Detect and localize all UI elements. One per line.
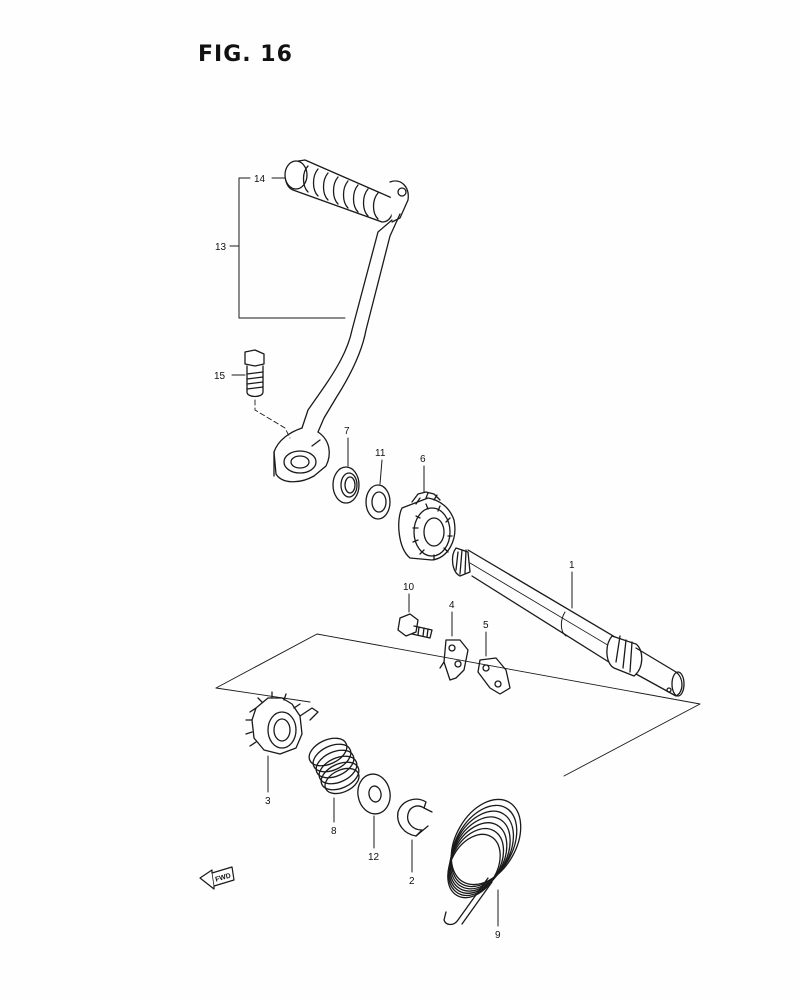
circlip [397,798,433,873]
callout-7: 7 [344,426,350,437]
kick-grip-rubber [284,159,395,223]
kick-starter-lever [273,180,409,483]
callout-5: 5 [483,620,489,631]
figure-title: FIG. 16 [198,42,293,67]
kick-starter-stopper [477,631,511,695]
mounting-plane-outline [215,633,701,777]
callout-9: 9 [495,930,501,941]
callout-10: 10 [403,582,415,593]
kick-starter-driven-gear [398,465,456,561]
callout-14: 14 [254,174,266,185]
callout-labels: 14 13 15 7 11 6 1 10 4 5 3 8 12 2 9 [214,174,575,941]
callout-11: 11 [375,448,386,459]
callout-12: 12 [368,852,380,863]
oil-seal [332,437,360,504]
kick-return-spring [443,798,522,927]
callout-8: 8 [331,826,337,837]
kick-starter-ratchet [245,691,319,793]
callout-15: 15 [214,371,226,382]
lever-assembly-bracket [229,177,346,319]
guide-bolt [397,593,433,639]
ratchet-spring [308,737,360,823]
fwd-label: FWD [215,873,232,884]
forward-arrow-icon [199,866,235,890]
kick-starter-shaft [451,547,685,697]
kick-starter-guide [439,611,469,681]
thrust-washer [357,773,391,849]
callout-6: 6 [420,454,426,465]
callout-13: 13 [215,242,227,253]
callout-4: 4 [449,600,455,611]
callout-3: 3 [265,796,271,807]
lever-pinch-bolt [231,349,291,439]
callout-1: 1 [569,560,575,571]
callout-2: 2 [409,876,415,887]
washer [365,459,391,520]
